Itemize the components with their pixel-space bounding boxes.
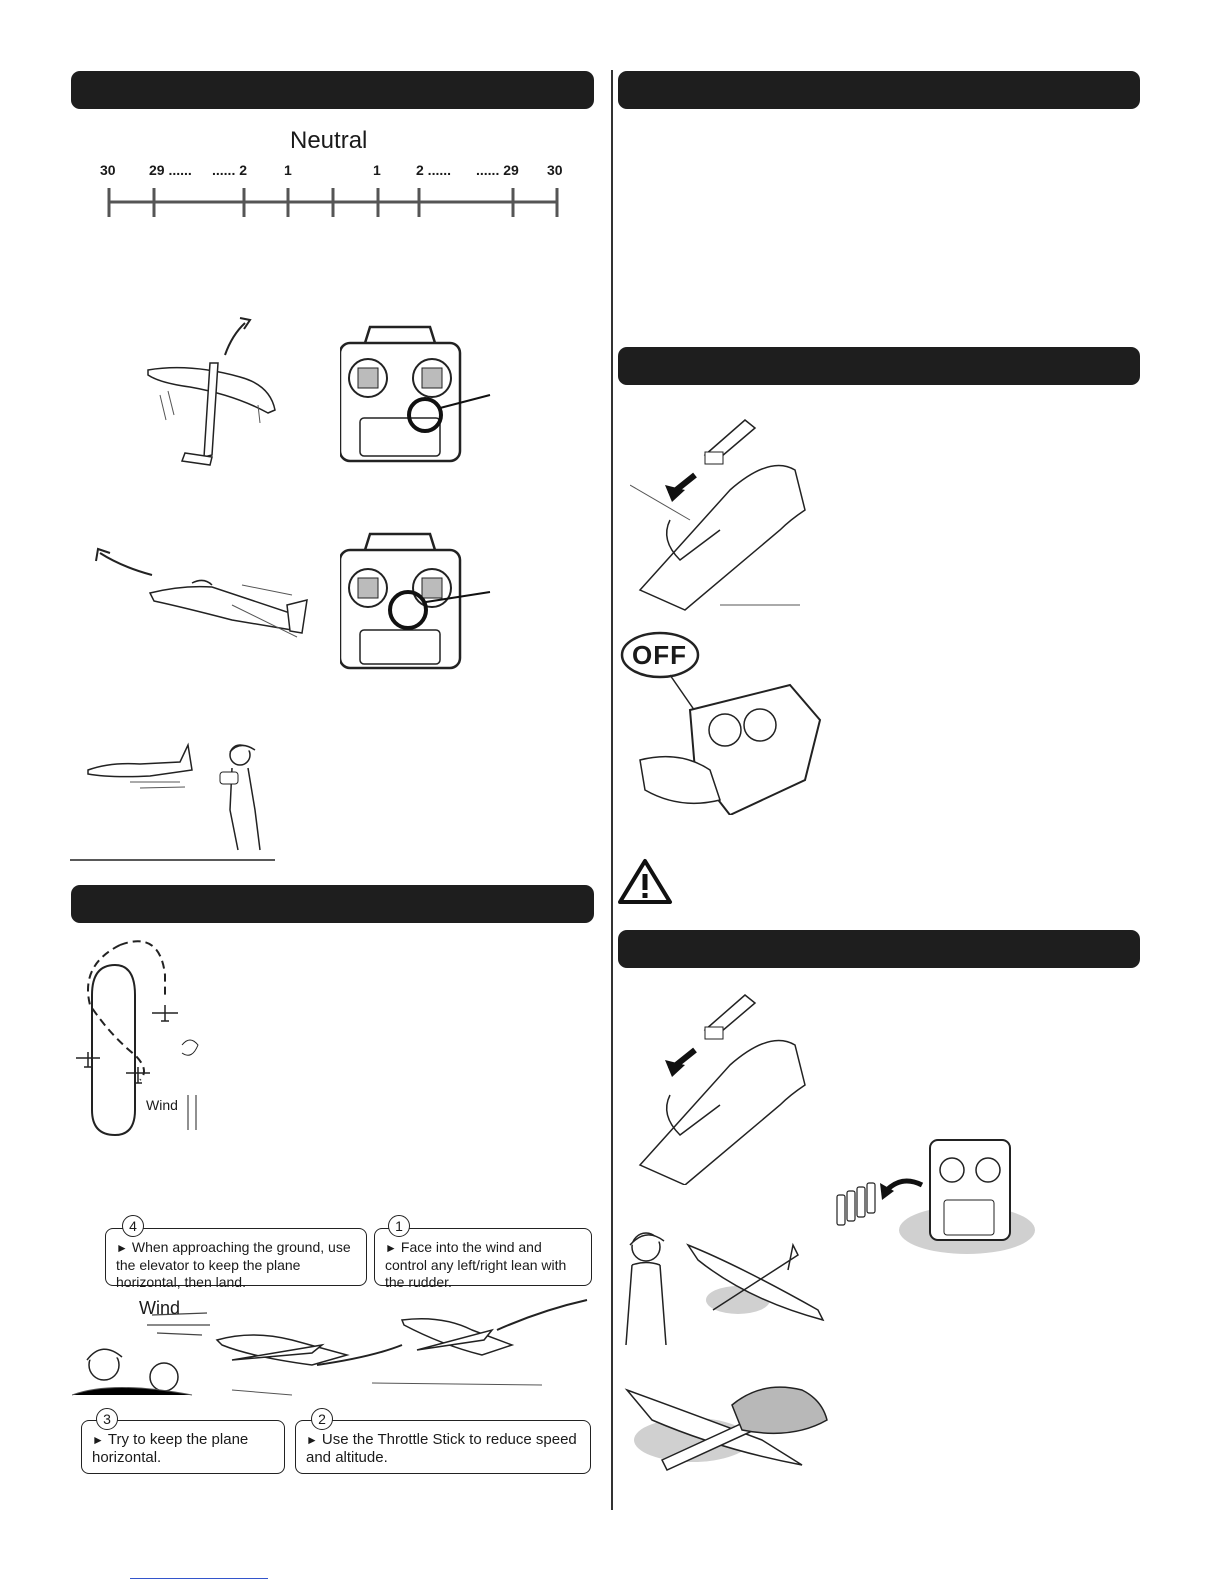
landing-step-4-text: When approaching the ground, use the ele… (116, 1239, 351, 1290)
storage-battery-disconnect-illustration (638, 994, 806, 1185)
landing-approach-illustration (72, 1299, 588, 1396)
transmitter-remove-batteries-illustration (836, 1139, 1035, 1254)
landing-step-2-number: 2 (311, 1408, 333, 1430)
pointer-arrow-icon: ► (92, 1433, 104, 1447)
section-header-storage (618, 930, 1140, 968)
landing-step-1-number: 1 (388, 1215, 410, 1237)
landing-step-4-number: 4 (122, 1215, 144, 1237)
battery-disconnect-illustration (630, 419, 806, 611)
landing-step-3-number: 3 (96, 1408, 118, 1430)
trim-label-left-1: 1 (284, 162, 292, 178)
trim-label-right-2: 2 ...... (416, 162, 452, 178)
trim-label-right-30: 30 (547, 162, 563, 178)
glider-flying-illustration (95, 547, 308, 638)
section-header-trim (71, 71, 594, 109)
landing-step-2-text: Use the Throttle Stick to reduce speed a… (306, 1431, 577, 1466)
pointer-arrow-icon: ► (385, 1241, 397, 1255)
column-divider (611, 70, 613, 1510)
section-header-right-top (618, 71, 1140, 109)
trim-label-left-2: ...... 2 (212, 162, 248, 178)
trim-label-left-30: 30 (100, 162, 116, 178)
landing-step-4-callout: ►When approaching the ground, use the el… (105, 1228, 367, 1290)
flight-pattern-diagram (76, 940, 199, 1137)
clean-glider-illustration (624, 1386, 828, 1471)
landing-step-3-callout: ►Try to keep the plane horizontal. (81, 1420, 285, 1474)
pointer-arrow-icon: ► (116, 1241, 128, 1255)
trim-scale-title: Neutral (290, 127, 368, 154)
pattern-wind-label: Wind (146, 1097, 178, 1113)
section-header-after-flight (618, 347, 1140, 385)
pointer-arrow-icon: ► (306, 1433, 318, 1447)
landing-wind-label: Wind (139, 1298, 181, 1318)
glider-climbing-illustration (147, 317, 276, 466)
landing-step-2-callout: ►Use the Throttle Stick to reduce speed … (295, 1420, 591, 1474)
transmitter-elevator-illustration (340, 532, 491, 670)
transmitter-trim-illustration (340, 325, 491, 463)
trim-scale-ruler (107, 188, 559, 217)
transmitter-power-off-illustration (620, 631, 822, 815)
footer-link-underline[interactable] (130, 1578, 268, 1579)
trim-label-right-29: ...... 29 (476, 162, 519, 178)
landing-step-1-callout: ►Face into the wind and control any left… (374, 1228, 592, 1290)
inspect-glider-illustration (625, 1232, 825, 1346)
section-header-flight-pattern (71, 885, 594, 923)
power-off-label: OFF (632, 640, 687, 670)
landing-step-1-text: Face into the wind and control any left/… (385, 1239, 567, 1290)
warning-icon (618, 859, 672, 904)
trim-label-left-29: 29 ...... (149, 162, 192, 178)
landing-step-3-text: Try to keep the plane horizontal. (92, 1431, 249, 1466)
low-flight-pilot-illustration (70, 742, 275, 861)
trim-label-right-1: 1 (373, 162, 381, 178)
